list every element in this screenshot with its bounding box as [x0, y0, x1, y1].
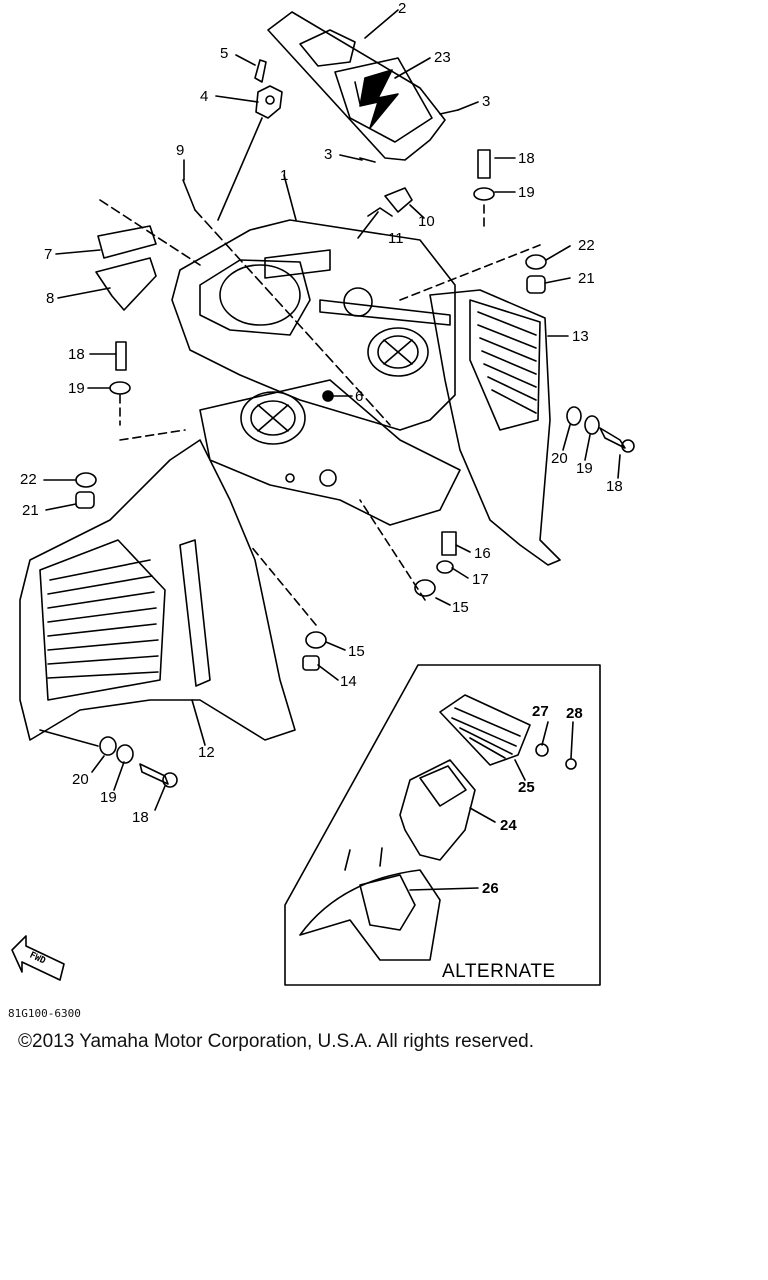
callout-25: 25	[518, 779, 535, 796]
nut-14	[302, 655, 320, 671]
callout-4: 4	[200, 88, 208, 105]
callout-12: 12	[198, 744, 215, 761]
washer-17	[436, 560, 454, 574]
callout-6: 6	[355, 388, 363, 405]
callout-23: 23	[434, 49, 451, 66]
callout-26: 26	[482, 880, 499, 897]
bracket-4	[255, 85, 283, 119]
fwd-label: FWD	[28, 951, 47, 967]
callout-21: 21	[22, 502, 39, 519]
pin-3-left	[359, 157, 376, 163]
callout-18: 18	[606, 478, 623, 495]
callout-18: 18	[132, 809, 149, 826]
callout-22: 22	[20, 471, 37, 488]
callout-19: 19	[518, 184, 535, 201]
callout-11: 11	[388, 230, 404, 247]
washer-19-left-bottom	[116, 744, 134, 764]
callout-13: 13	[572, 328, 589, 345]
callout-28: 28	[566, 705, 583, 722]
callout-15: 15	[452, 599, 469, 616]
bolt-5	[254, 59, 267, 83]
callout-16: 16	[474, 545, 491, 562]
screw-16	[441, 531, 457, 556]
clip-8	[95, 257, 157, 311]
lower-tray	[199, 379, 461, 526]
pin-3-right	[439, 109, 459, 115]
bolt-18-left-bottom	[139, 763, 169, 785]
callout-8: 8	[46, 290, 54, 307]
bolt-18-top	[477, 149, 491, 179]
grommet-22-left	[75, 472, 97, 488]
callout-3: 3	[482, 93, 490, 110]
side-panel-13	[429, 289, 561, 566]
dash-housing-1	[171, 219, 456, 431]
callout-2: 2	[398, 0, 406, 17]
callout-10: 10	[418, 213, 435, 230]
callout-19: 19	[100, 789, 117, 806]
rod-9	[182, 179, 196, 211]
clip-7	[97, 225, 157, 259]
callout-7: 7	[44, 246, 52, 263]
clip-10	[384, 187, 413, 213]
callout-20: 20	[72, 771, 89, 788]
bolt-18-left	[115, 341, 127, 371]
callout-20: 20	[551, 450, 568, 467]
duct-24	[399, 759, 476, 861]
washer-20-right	[566, 406, 582, 426]
callout-19: 19	[68, 380, 85, 397]
side-panel-12	[19, 439, 296, 741]
nut-28	[565, 758, 577, 770]
callout-5: 5	[220, 45, 228, 62]
grommet-22-right	[525, 254, 547, 270]
washer-19-right	[584, 415, 600, 435]
fwd-arrow-icon	[11, 935, 65, 981]
callout-18: 18	[518, 150, 535, 167]
callout-18: 18	[68, 346, 85, 363]
callout-3: 3	[324, 146, 332, 163]
callout-21: 21	[578, 270, 595, 287]
grommet-15-right	[414, 579, 436, 597]
alternate-inset-box	[284, 664, 601, 986]
callout-15: 15	[348, 643, 365, 660]
washer-19-top	[473, 187, 495, 201]
top-cover-panel	[267, 11, 446, 161]
nut-21-left	[75, 491, 95, 509]
nut-21-right	[526, 275, 546, 294]
callout-17: 17	[472, 571, 489, 588]
callout-24: 24	[500, 817, 517, 834]
vent-grille-25	[439, 694, 531, 766]
callout-22: 22	[578, 237, 595, 254]
callout-19: 19	[576, 460, 593, 477]
diagram-code: 81G100-6300	[8, 1007, 81, 1020]
washer-19-left	[109, 381, 131, 395]
alternate-label: ALTERNATE	[442, 961, 556, 982]
bolt-18-right	[599, 427, 626, 449]
grommet-15-left	[305, 631, 327, 649]
callout-1: 1	[280, 167, 288, 184]
copyright-notice: ©2013 Yamaha Motor Corporation, U.S.A. A…	[18, 1031, 534, 1052]
parts-diagram: 2 23 3 5 4 3 9 1 18 19 10 11 7 8 22 21 1…	[11, 0, 635, 986]
callout-27: 27	[532, 703, 549, 720]
mount-26	[299, 847, 441, 961]
clip-11	[367, 207, 393, 217]
callout-9: 9	[176, 142, 184, 159]
washer-20-left	[99, 736, 117, 756]
callout-14: 14	[340, 673, 357, 690]
